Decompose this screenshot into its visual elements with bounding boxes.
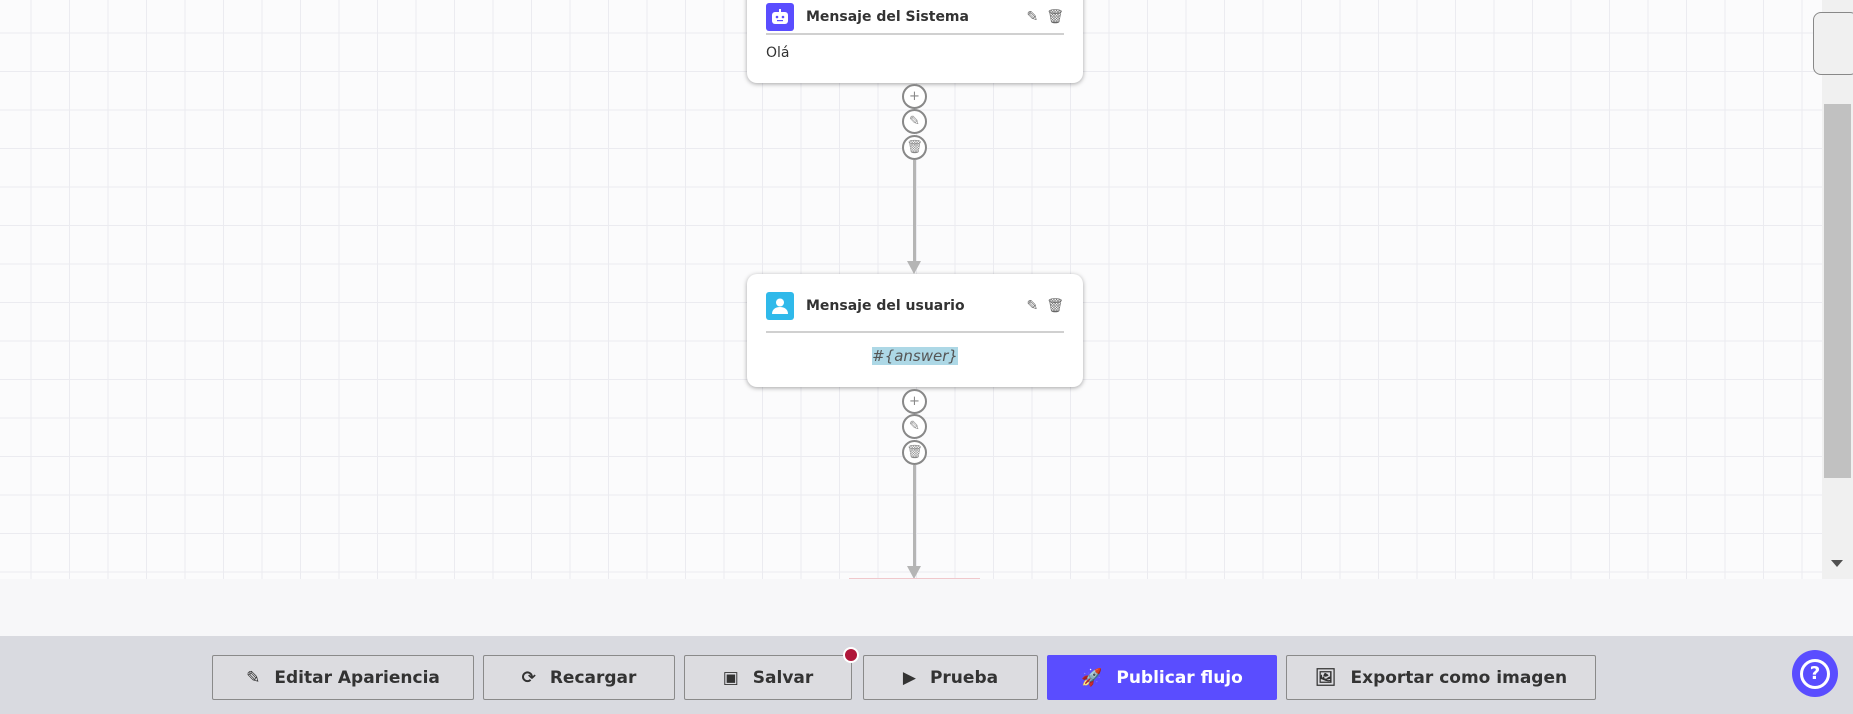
connector-line bbox=[913, 160, 916, 262]
help-button[interactable]: ? bbox=[1792, 650, 1838, 697]
next-node-edge bbox=[849, 578, 980, 579]
node-content: #{answer} bbox=[872, 347, 958, 365]
node-content: Olá bbox=[766, 45, 790, 61]
bottom-toolbar: ✎Editar Apariencia ⟳Recargar ▣Salvar ▶Pr… bbox=[0, 636, 1853, 714]
scroll-down-icon[interactable] bbox=[1831, 560, 1843, 567]
edit-appearance-button[interactable]: ✎Editar Apariencia bbox=[212, 655, 474, 700]
save-button[interactable]: ▣Salvar bbox=[684, 655, 852, 700]
node-title: Mensaje del Sistema bbox=[806, 9, 969, 25]
question-icon: ? bbox=[1800, 658, 1830, 689]
play-icon: ▶ bbox=[902, 667, 916, 688]
refresh-icon: ⟳ bbox=[521, 667, 536, 688]
unsaved-indicator bbox=[843, 647, 859, 663]
edit-icon: ✎ bbox=[246, 667, 261, 688]
delete-connection-button[interactable]: 🗑 bbox=[902, 440, 927, 465]
rocket-icon: 🚀 bbox=[1081, 667, 1103, 688]
node-system-message[interactable]: Mensaje del Sistema ✎ 🗑 Olá bbox=[747, 0, 1083, 83]
trash-icon[interactable]: 🗑 bbox=[1046, 9, 1064, 25]
arrow-icon bbox=[907, 566, 921, 579]
export-image-button[interactable]: 🖼Exportar como imagen bbox=[1286, 655, 1596, 700]
save-icon: ▣ bbox=[722, 667, 739, 688]
side-panel-toggle[interactable] bbox=[1813, 12, 1853, 75]
edit-icon[interactable]: ✎ bbox=[1026, 298, 1039, 314]
connector-line bbox=[913, 465, 916, 568]
edit-connection-button[interactable]: ✎ bbox=[902, 414, 927, 439]
add-node-button[interactable]: + bbox=[902, 84, 927, 109]
delete-connection-button[interactable]: 🗑 bbox=[902, 135, 927, 160]
scrollbar-thumb[interactable] bbox=[1824, 104, 1851, 478]
flow-canvas[interactable]: Mensaje del Sistema ✎🗑 Olá + ✎ 🗑 Mensaje… bbox=[0, 0, 1822, 579]
image-icon: 🖼 bbox=[1314, 667, 1337, 688]
divider bbox=[766, 331, 1064, 333]
publish-flow-button[interactable]: 🚀Publicar flujo bbox=[1047, 655, 1277, 700]
reload-button[interactable]: ⟳Recargar bbox=[483, 655, 675, 700]
trash-icon[interactable]: 🗑 bbox=[1046, 298, 1064, 314]
add-node-button[interactable]: + bbox=[902, 389, 927, 414]
test-button[interactable]: ▶Prueba bbox=[863, 655, 1038, 700]
edit-icon[interactable]: ✎ bbox=[1026, 9, 1039, 25]
node-user-message[interactable]: Mensaje del usuario ✎ 🗑 #{answer} bbox=[747, 274, 1083, 387]
user-icon bbox=[766, 292, 794, 320]
divider bbox=[766, 33, 1064, 35]
robot-icon bbox=[766, 3, 794, 31]
arrow-icon bbox=[907, 261, 921, 274]
edit-connection-button[interactable]: ✎ bbox=[902, 109, 927, 134]
node-title: Mensaje del usuario bbox=[806, 298, 965, 314]
